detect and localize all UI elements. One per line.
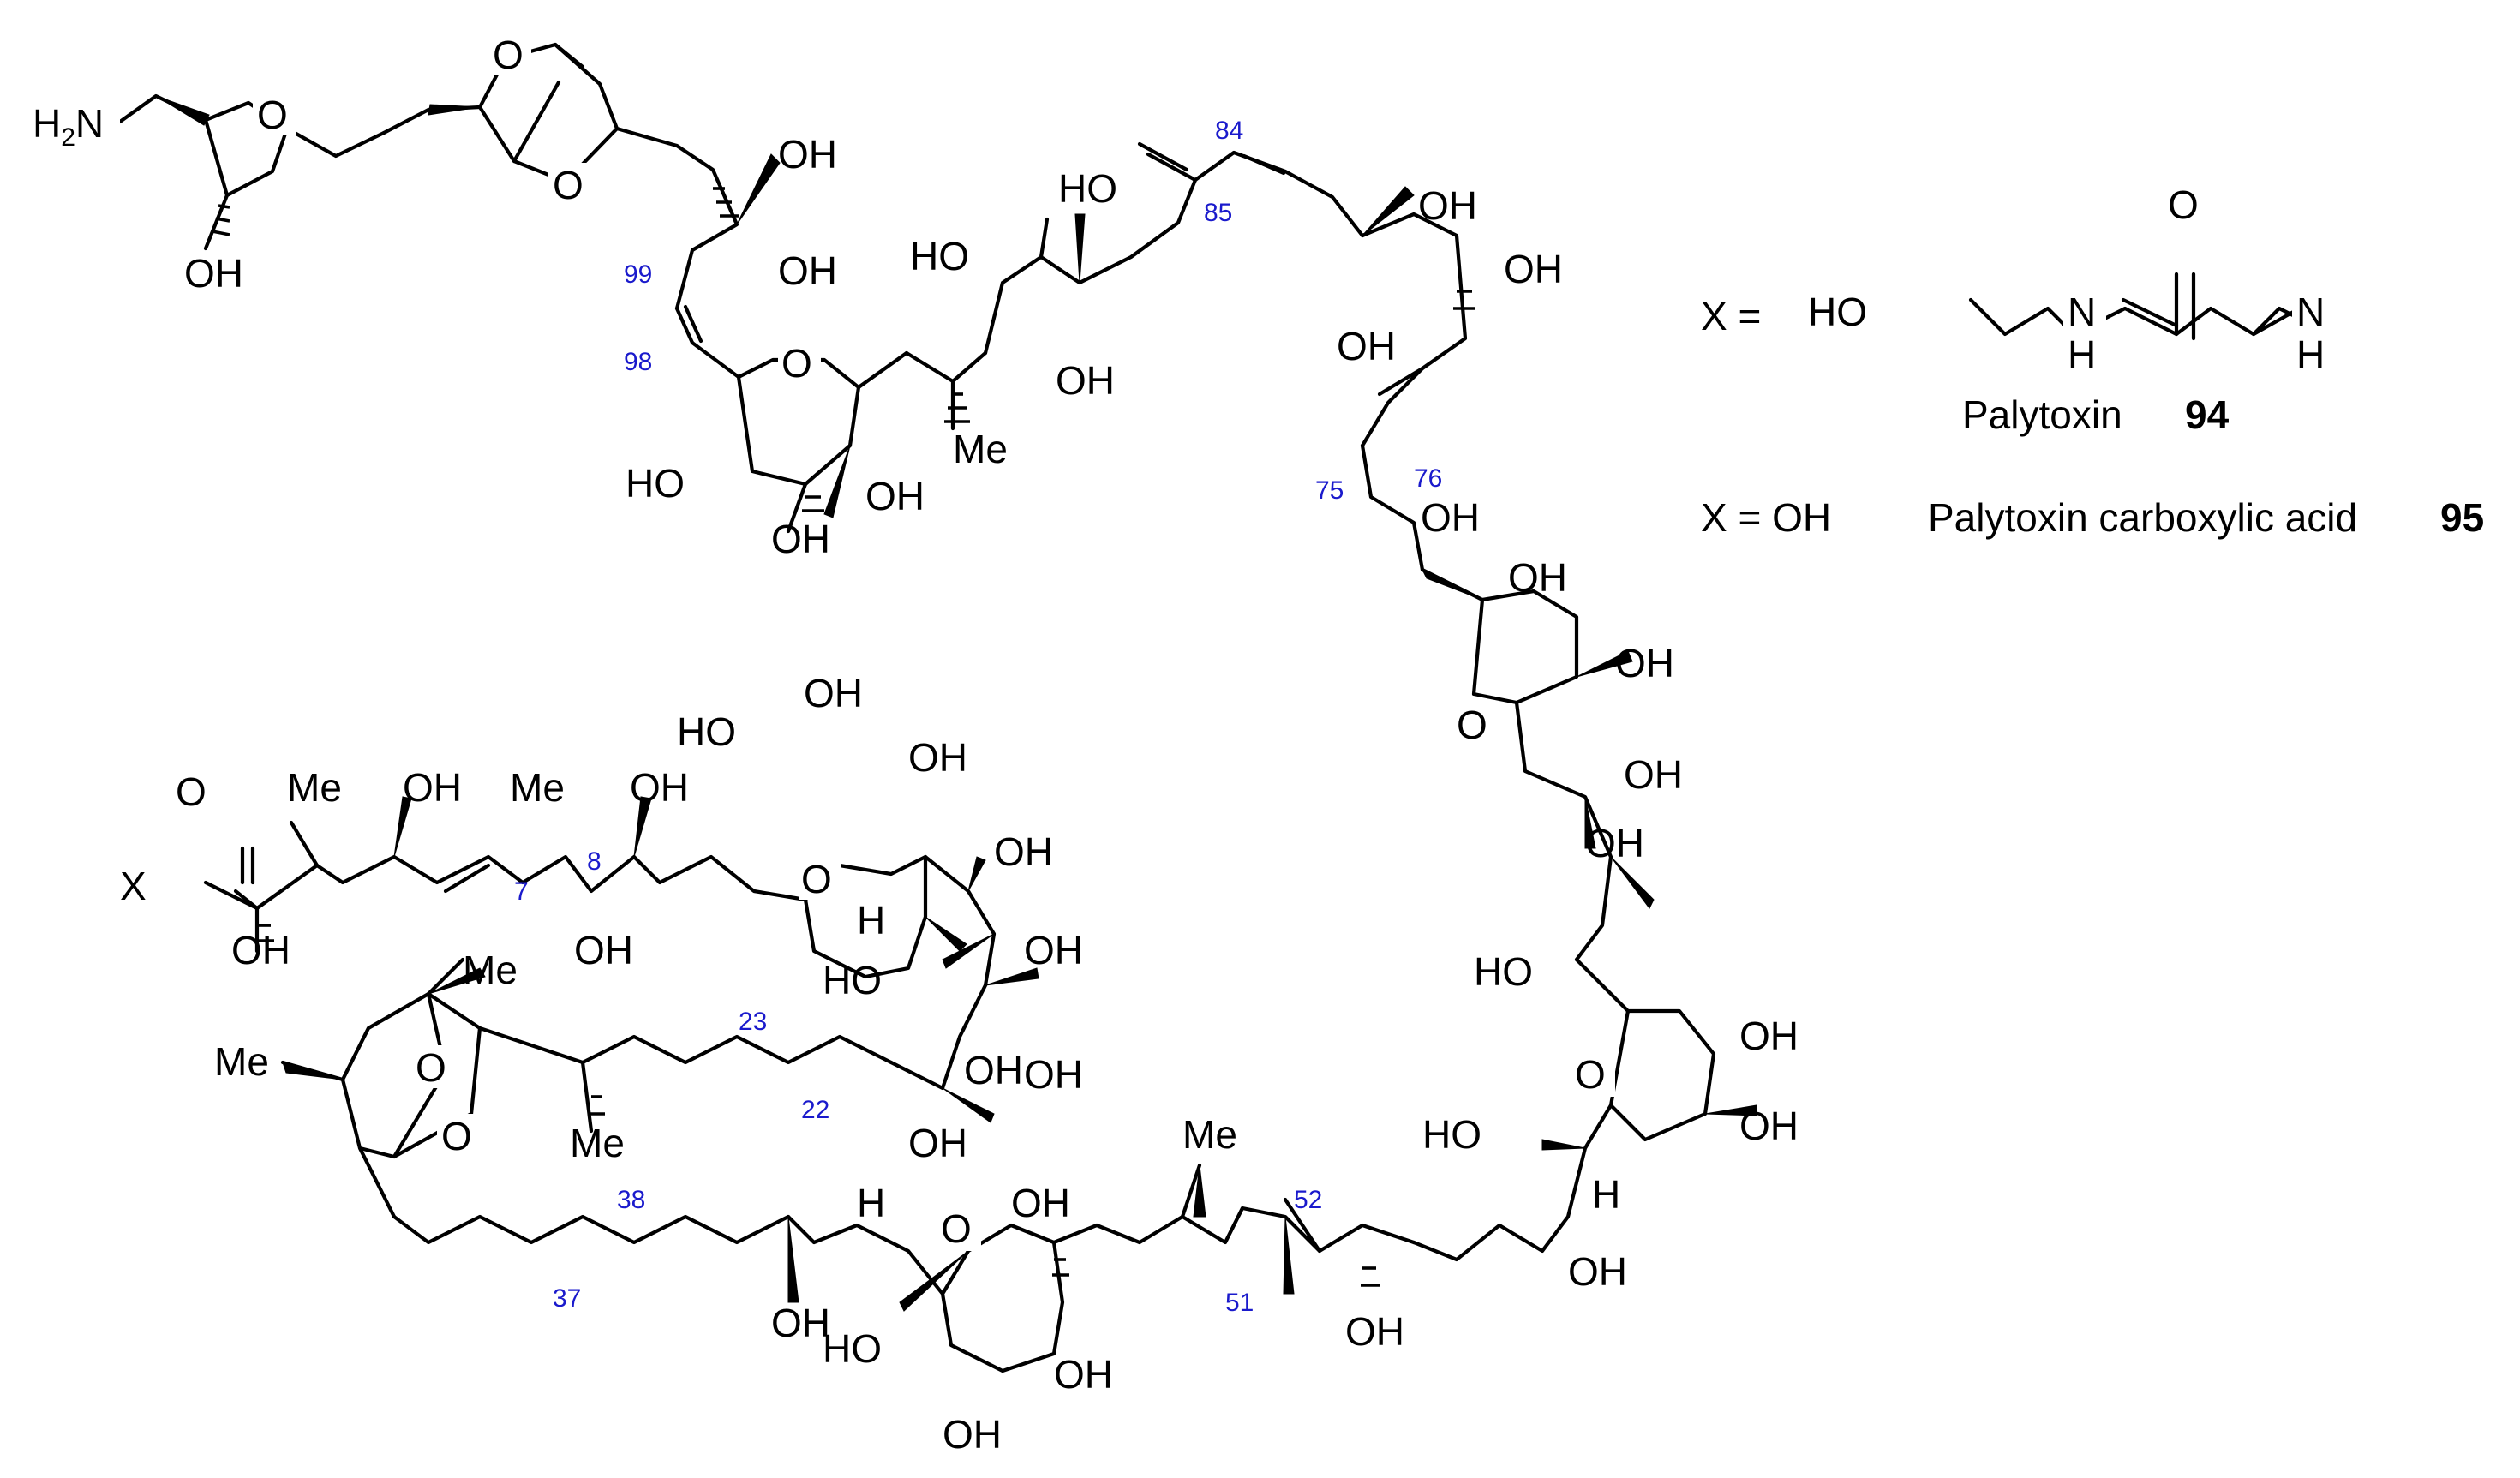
locant-85: 85 <box>1204 199 1232 227</box>
atom-o-bicyclic-top: O <box>493 33 524 77</box>
atom-oh-37: OH <box>771 1301 830 1345</box>
atom-h-p3: H <box>1592 1172 1620 1217</box>
atom-oh-col3: OH <box>1024 928 1083 972</box>
atom-oh-p5a: OH <box>804 671 863 715</box>
atom-oh-c1: HO <box>1058 166 1117 211</box>
locant-8: 8 <box>587 847 602 876</box>
locant-37: 37 <box>553 1284 581 1313</box>
atom-oh-e1: OH <box>1568 1249 1627 1294</box>
atom-oh-84a: OH <box>1418 183 1477 228</box>
legend-side-h1: H <box>2068 332 2096 377</box>
atom-o-bicyclic-low: O <box>553 163 584 207</box>
atom-oh-76: OH <box>1421 495 1480 540</box>
atom-h-p4: H <box>857 1181 885 1225</box>
atom-o-bicyclic2b: O <box>441 1114 472 1158</box>
atom-o-bicyclic2a: O <box>416 1045 446 1090</box>
atom-oh-p1c: OH <box>865 474 925 518</box>
atom-oh-p2a: OH <box>1508 555 1567 600</box>
atom-me-51: Me <box>1182 1112 1237 1157</box>
locant-23: 23 <box>739 1008 767 1036</box>
atom-oh-p2b: OH <box>1615 641 1674 685</box>
atom-oh-p3a: OH <box>1739 1014 1799 1058</box>
hashed-bonds <box>212 187 1475 1287</box>
atom-oh-8b: OH <box>574 928 633 972</box>
locant-84: 84 <box>1215 117 1243 145</box>
atom-oh-51: OH <box>1345 1309 1404 1354</box>
legend-palytoxin-number: 94 <box>2185 392 2230 437</box>
atom-oh-p4c: OH <box>1054 1352 1113 1397</box>
atom-x: X <box>120 864 147 908</box>
atom-oh-d1: OH <box>1585 821 1644 865</box>
atom-oh-p1b: OH <box>771 517 830 561</box>
stereo-bonds <box>155 95 1757 1312</box>
atom-me-7: Me <box>510 765 565 810</box>
locant-22: 22 <box>801 1096 829 1124</box>
locant-51: 51 <box>1225 1289 1254 1317</box>
atom-me-x: Me <box>287 765 342 810</box>
legend-palytoxin: Palytoxin <box>1962 392 2122 437</box>
legend-side-n1: N <box>2068 290 2096 334</box>
legend-acid: Palytoxin carboxylic acid <box>1928 495 2357 540</box>
atom-oh-84c: OH <box>1504 247 1563 291</box>
locant-99: 99 <box>624 260 652 289</box>
atom-oh-thf: OH <box>184 251 243 296</box>
atom-oh-d2: HO <box>1474 949 1533 994</box>
legend-side-n2: N <box>2296 290 2325 334</box>
atom-oh-p1a: HO <box>626 461 685 506</box>
atom-o-thf: O <box>257 93 288 137</box>
atom-oh-8a: OH <box>630 765 689 810</box>
legend-side-ho: HO <box>1808 290 1867 334</box>
legend-side-h2: H <box>2296 332 2325 377</box>
atom-h2n: H2N <box>33 101 104 152</box>
atom-o-pyranose5: O <box>801 857 832 901</box>
atom-oh-p4b: HO <box>823 1326 882 1371</box>
locant-38: 38 <box>617 1186 645 1214</box>
locant-75: 75 <box>1315 476 1344 505</box>
atom-oh-p4a: OH <box>1011 1181 1070 1225</box>
locant-numbers: 84 85 99 98 75 76 7 8 23 22 38 37 52 51 <box>514 117 1442 1317</box>
atom-oh-col1: OH <box>964 1048 1023 1092</box>
legend-x-equals: X = <box>1701 294 1761 338</box>
atom-oh-p5b: HO <box>677 709 736 754</box>
atom-oh-22: OH <box>908 1121 967 1165</box>
legend-acid-number: 95 <box>2440 495 2484 540</box>
atom-oh-84b: OH <box>1337 324 1396 368</box>
atom-me-bic2a: Me <box>463 948 518 992</box>
atom-oh-p3b: OH <box>1739 1104 1799 1148</box>
atom-me-22: Me <box>570 1121 625 1165</box>
atom-oh-c2: HO <box>910 234 969 278</box>
atom-me-bic2b: Me <box>214 1039 269 1084</box>
atom-oh-x2: OH <box>403 765 462 810</box>
bond-skeleton <box>117 42 2333 1373</box>
atom-h-p5: H <box>857 898 885 942</box>
atom-o-pyranose1: O <box>781 341 812 386</box>
atom-labels: H2N O OH O O OH OH O HO OH OH Me HO HO O… <box>26 33 1799 1457</box>
atom-oh-t1: OH <box>778 132 837 177</box>
atom-me-chain: Me <box>953 427 1008 471</box>
atom-oh-x1: OH <box>231 928 290 972</box>
atom-oh-p5c: OH <box>908 735 967 780</box>
atom-o-pyranose3: O <box>1575 1052 1606 1097</box>
atom-oh-p3c: HO <box>1422 1112 1481 1157</box>
locant-98: 98 <box>624 348 652 376</box>
atom-oh-p4d: OH <box>943 1412 1002 1457</box>
atom-o-carbonyl: O <box>176 769 207 814</box>
atom-oh-t2: OH <box>778 248 837 293</box>
locant-76: 76 <box>1414 464 1442 493</box>
atom-oh-col4: OH <box>994 829 1053 874</box>
legend: X = HO N H O N H Palytoxin 94 X = OH Pal… <box>1701 183 2484 540</box>
atom-oh-col2: HO <box>823 958 882 1002</box>
locant-52: 52 <box>1294 1186 1322 1214</box>
legend-x-equals-oh: X = OH <box>1701 495 1831 540</box>
atom-o-pyranose2: O <box>1457 703 1487 747</box>
locant-7: 7 <box>514 877 529 906</box>
legend-side-o: O <box>2168 183 2199 227</box>
atom-oh-c3: OH <box>1056 358 1115 403</box>
atom-o-pyranose4: O <box>941 1206 972 1251</box>
atom-oh-col5: OH <box>1024 1052 1083 1097</box>
atom-oh-p2c: OH <box>1624 752 1683 797</box>
